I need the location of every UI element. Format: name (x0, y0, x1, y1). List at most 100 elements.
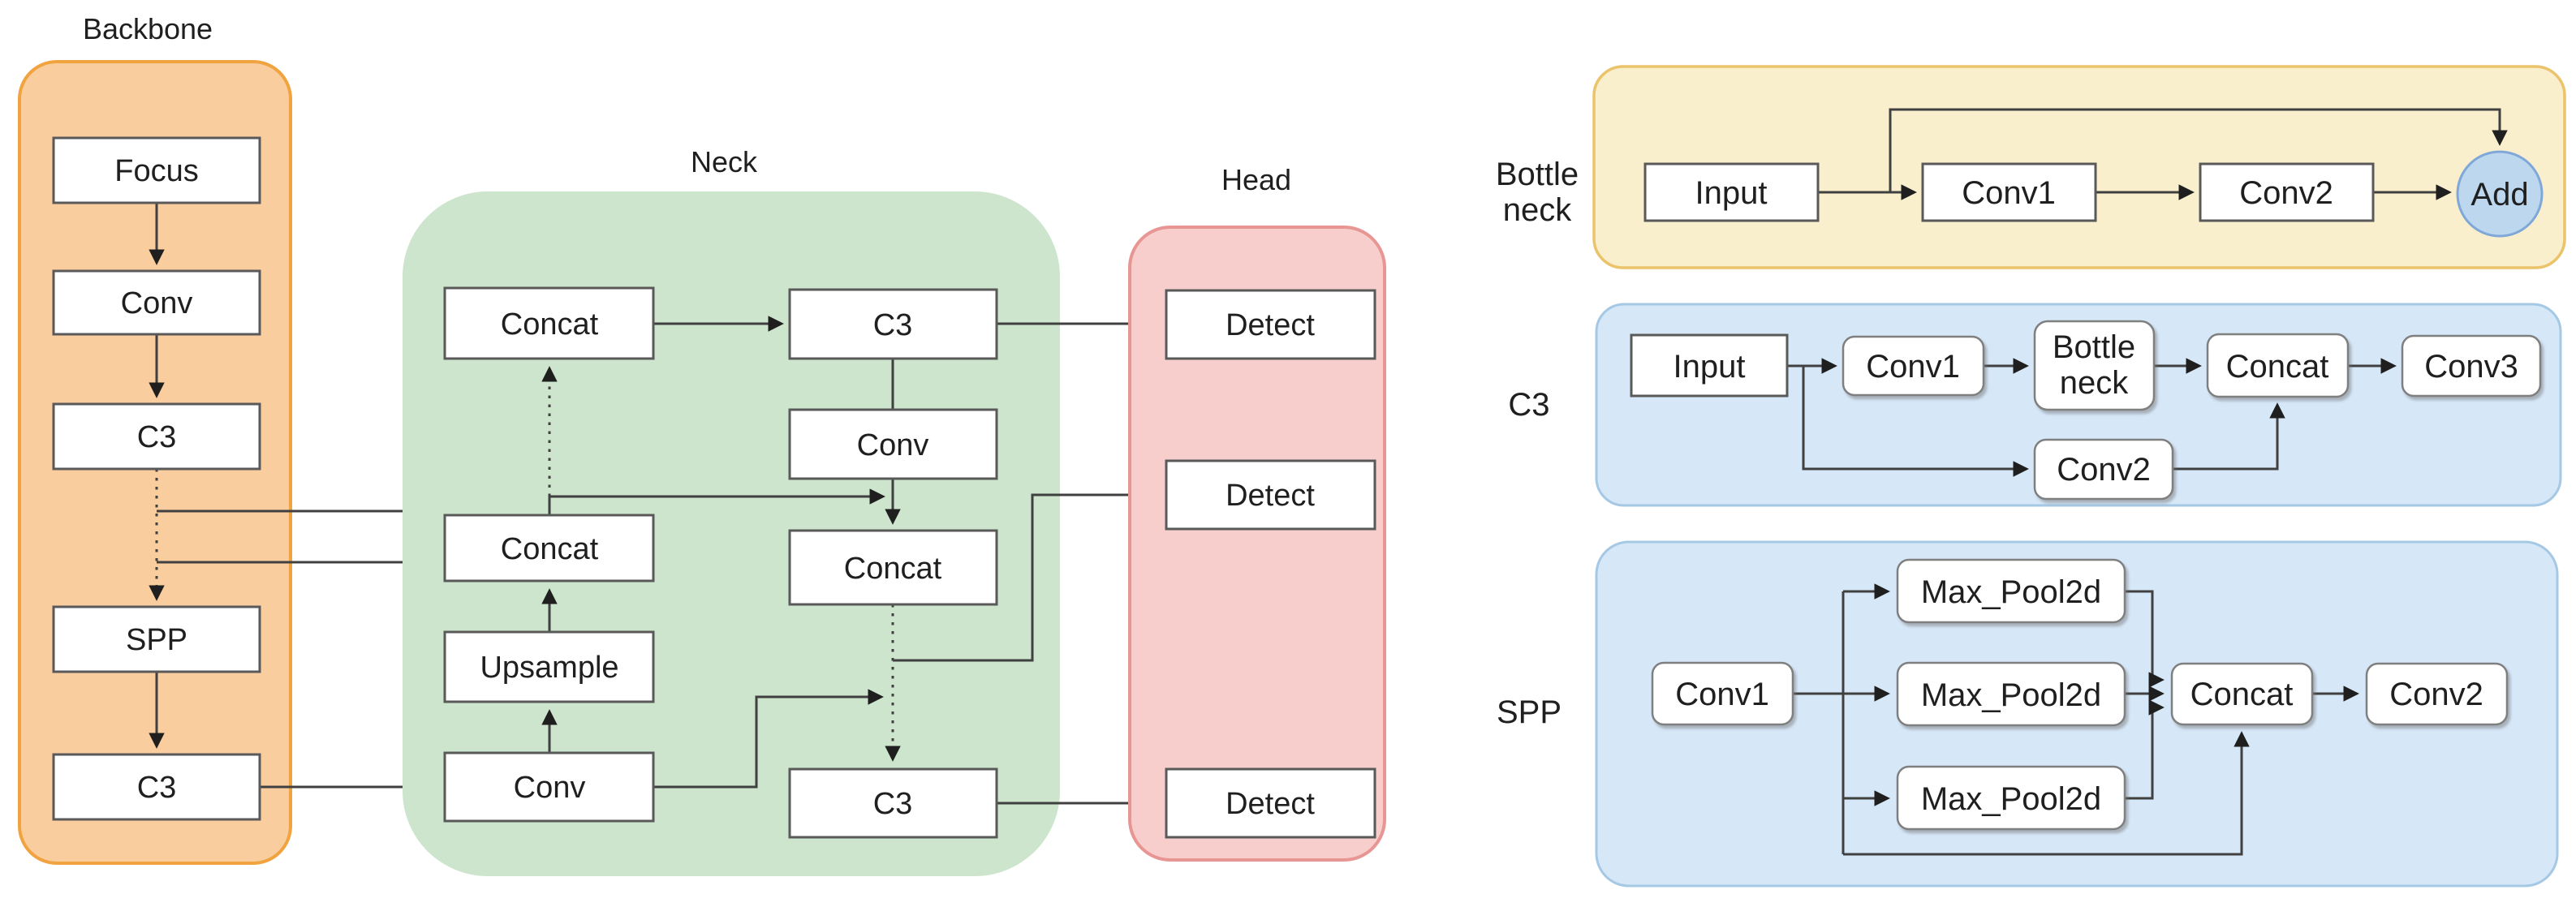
node-bn-add-circle (2456, 150, 2544, 238)
node-bn-conv2: Conv2 (2199, 162, 2375, 222)
node-backbone-focus-box (52, 136, 261, 204)
node-backbone-focus-label: Focus (114, 154, 198, 188)
spp-detail-label: SPP (1497, 694, 1562, 730)
neck-section: Neck Concat C3 Conv Concat (403, 145, 1157, 876)
neck-label: Neck (691, 145, 758, 178)
bottleneck-detail-label-line1: Bottle (1496, 157, 1579, 192)
node-head-detect-1-label: Detect (1226, 308, 1315, 342)
node-neck-concat-right: Concat (788, 529, 998, 606)
node-bn-input-label: Input (1695, 175, 1768, 211)
node-bn-conv1-label: Conv1 (1962, 175, 2056, 211)
c3-detail-section: C3 Input Conv1 Bottle neck Concat Conv3 (1508, 303, 2562, 507)
node-backbone-c3-upper-label: C3 (137, 420, 177, 454)
node-c3d-bottleneck-label-line2: neck (2060, 365, 2129, 401)
node-neck-conv-bottom-left: Conv (443, 751, 655, 823)
node-neck-concat-mid-left: Concat (443, 514, 655, 582)
node-backbone-c3-lower: C3 (52, 753, 261, 821)
backbone-section: Backbone Focus Conv C3 SPP C3 (18, 12, 541, 865)
node-backbone-conv: Conv (52, 269, 261, 336)
node-c3d-bottleneck-label-line1: Bottle (2053, 329, 2135, 365)
node-neck-concat-mid-left-label: Concat (501, 532, 599, 566)
node-neck-c3-bottom-right-label: C3 (873, 787, 913, 821)
edge-sppd-maxpool-1-to-concat (2125, 590, 2165, 688)
node-backbone-spp-label: SPP (126, 623, 187, 657)
node-c3d-conv1-box (1842, 335, 1985, 397)
node-sppd-maxpool-2-box (1896, 661, 2126, 727)
node-head-detect-3: Detect (1165, 767, 1376, 839)
node-backbone-spp: SPP (52, 605, 261, 673)
node-backbone-conv-box (52, 269, 261, 336)
node-sppd-conv1: Conv1 (1651, 661, 1794, 726)
node-head-detect-3-label: Detect (1226, 787, 1315, 821)
node-neck-c3-bottom-right: C3 (788, 767, 998, 839)
node-backbone-c3-lower-box (52, 753, 261, 821)
node-sppd-conv1-label: Conv1 (1675, 677, 1769, 712)
node-head-detect-2-label: Detect (1226, 479, 1315, 513)
node-sppd-maxpool-2-label: Max_Pool2d (1921, 677, 2101, 713)
node-sppd-concat: Concat (2170, 662, 2314, 726)
node-c3d-conv2-box (2033, 438, 2174, 501)
node-sppd-conv2: Conv2 (2365, 662, 2509, 726)
node-neck-conv-right: Conv (788, 408, 998, 480)
node-neck-conv-bottom-left-label: Conv (514, 771, 586, 805)
head-panel (1128, 226, 1386, 862)
head-section: Head Detect Detect Detect (1128, 163, 1386, 862)
node-sppd-maxpool-1-label: Max_Pool2d (1921, 574, 2101, 610)
spp-detail-section: SPP Conv1 Max_Pool2d Max_Pool2d Max_Pool… (1497, 540, 2559, 888)
node-neck-upsample-label: Upsample (480, 651, 618, 685)
node-neck-c3-bottom-right-box (788, 767, 998, 839)
node-c3d-concat-box (2206, 333, 2350, 398)
node-head-detect-1: Detect (1165, 289, 1376, 360)
node-head-detect-3-box (1165, 767, 1376, 839)
node-neck-concat-right-box (788, 529, 998, 606)
node-c3d-input-box (1630, 333, 1789, 398)
node-neck-conv-right-label: Conv (857, 428, 929, 462)
node-bn-add: Add (2456, 150, 2544, 238)
node-c3d-conv1-label: Conv1 (1866, 349, 1960, 385)
node-bn-conv2-label: Conv2 (2239, 175, 2333, 211)
edge-c3d-conv2-to-concat (2173, 402, 2285, 471)
node-neck-concat-right-label: Concat (844, 552, 942, 586)
node-sppd-maxpool-3: Max_Pool2d (1896, 765, 2126, 831)
node-c3d-conv1: Conv1 (1842, 335, 1985, 397)
node-sppd-conv2-label: Conv2 (2389, 677, 2483, 712)
node-neck-upsample-box (443, 630, 655, 703)
node-c3d-conv3-label: Conv3 (2424, 349, 2518, 385)
node-c3d-conv3: Conv3 (2401, 334, 2542, 398)
edge-c3d-input-to-conv2 (1802, 366, 2029, 477)
node-c3d-concat: Concat (2206, 333, 2350, 398)
node-neck-c3-top-right-box (788, 288, 998, 360)
node-neck-concat-top-left: Concat (443, 286, 655, 360)
node-sppd-conv2-box (2365, 662, 2509, 726)
node-neck-c3-top-right-label: C3 (873, 308, 913, 342)
node-sppd-maxpool-3-box (1896, 765, 2126, 831)
node-sppd-concat-box (2170, 662, 2314, 726)
neck-panel (403, 191, 1060, 876)
node-sppd-maxpool-1-box (1896, 558, 2126, 624)
node-backbone-spp-box (52, 605, 261, 673)
node-c3d-input: Input (1630, 333, 1789, 398)
node-backbone-c3-lower-label: C3 (137, 771, 177, 805)
node-sppd-maxpool-3-label: Max_Pool2d (1921, 781, 2101, 817)
edge-sppd-bypass-to-concat (1843, 731, 2250, 856)
node-head-detect-2: Detect (1165, 459, 1376, 531)
node-head-detect-1-box (1165, 289, 1376, 360)
node-neck-c3-top-right: C3 (788, 288, 998, 360)
node-bn-add-label: Add (2470, 177, 2528, 213)
node-backbone-c3-upper-box (52, 402, 261, 471)
head-label: Head (1221, 163, 1291, 196)
node-c3d-conv3-box (2401, 334, 2542, 398)
node-sppd-concat-label: Concat (2190, 677, 2294, 712)
node-c3d-input-label: Input (1674, 349, 1746, 385)
node-neck-concat-top-left-label: Concat (501, 307, 599, 342)
bottleneck-detail-label-line2: neck (1503, 192, 1572, 228)
node-neck-upsample: Upsample (443, 630, 655, 703)
node-sppd-maxpool-1: Max_Pool2d (1896, 558, 2126, 624)
node-neck-conv-bottom-left-box (443, 751, 655, 823)
node-backbone-conv-label: Conv (121, 286, 193, 320)
edge-sppd-maxpool-3-to-concat (2125, 699, 2165, 800)
node-sppd-maxpool-2: Max_Pool2d (1896, 661, 2126, 727)
node-bn-input: Input (1643, 162, 1820, 222)
